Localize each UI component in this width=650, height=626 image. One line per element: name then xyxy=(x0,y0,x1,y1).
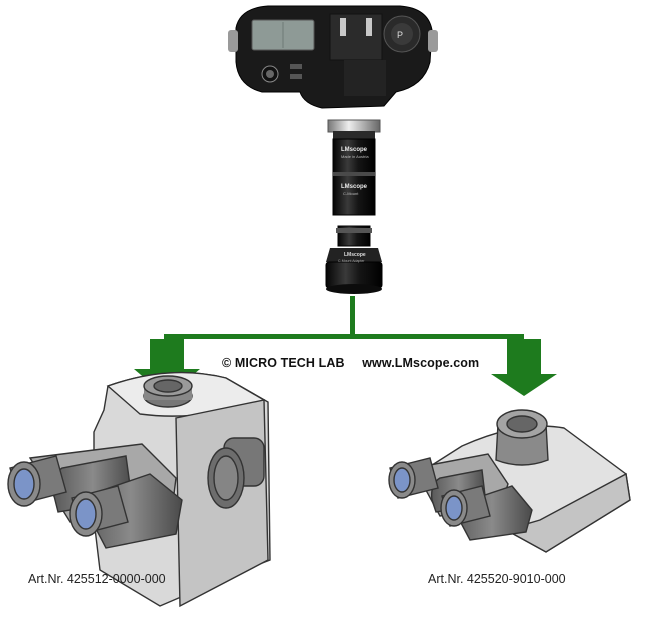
article-number-right: Art.Nr. 425520-9010-000 xyxy=(428,572,566,586)
svg-text:Made in Austria: Made in Austria xyxy=(341,154,369,159)
arrow-left xyxy=(150,339,184,371)
website-url: www.LMscope.com xyxy=(362,356,480,370)
arrow-right-head-icon xyxy=(491,374,557,396)
c-mount-lens-adapter: LMscope C-Mount Adapter xyxy=(325,225,383,294)
eyepiece-right-back xyxy=(388,457,439,499)
eyepiece-left-back xyxy=(7,455,67,507)
dslr-camera: P xyxy=(228,5,438,109)
svg-text:LMscope: LMscope xyxy=(341,184,368,190)
trinocular-head-left xyxy=(7,371,271,608)
eyepiece-right-front xyxy=(440,485,491,527)
svg-text:C-Mount Adapter: C-Mount Adapter xyxy=(338,259,365,263)
eyepiece-left-front xyxy=(69,485,129,537)
t2-adapter-tube: LMscope Made in Austria LMscope C-Mount xyxy=(327,119,381,216)
arrow-right xyxy=(507,339,541,376)
article-number-left: Art.Nr. 425512-0000-000 xyxy=(28,572,166,586)
svg-text:LMscope: LMscope xyxy=(344,252,366,258)
svg-text:LMscope: LMscope xyxy=(341,147,368,153)
svg-text:C-Mount: C-Mount xyxy=(343,191,359,196)
copyright-notice: © MICRO TECH LAB www.LMscope.com xyxy=(222,356,479,370)
copyright-symbol: © xyxy=(222,356,232,370)
svg-text:P: P xyxy=(397,30,403,40)
company-name: MICRO TECH LAB xyxy=(234,356,345,370)
trinocular-head-right xyxy=(388,409,631,553)
